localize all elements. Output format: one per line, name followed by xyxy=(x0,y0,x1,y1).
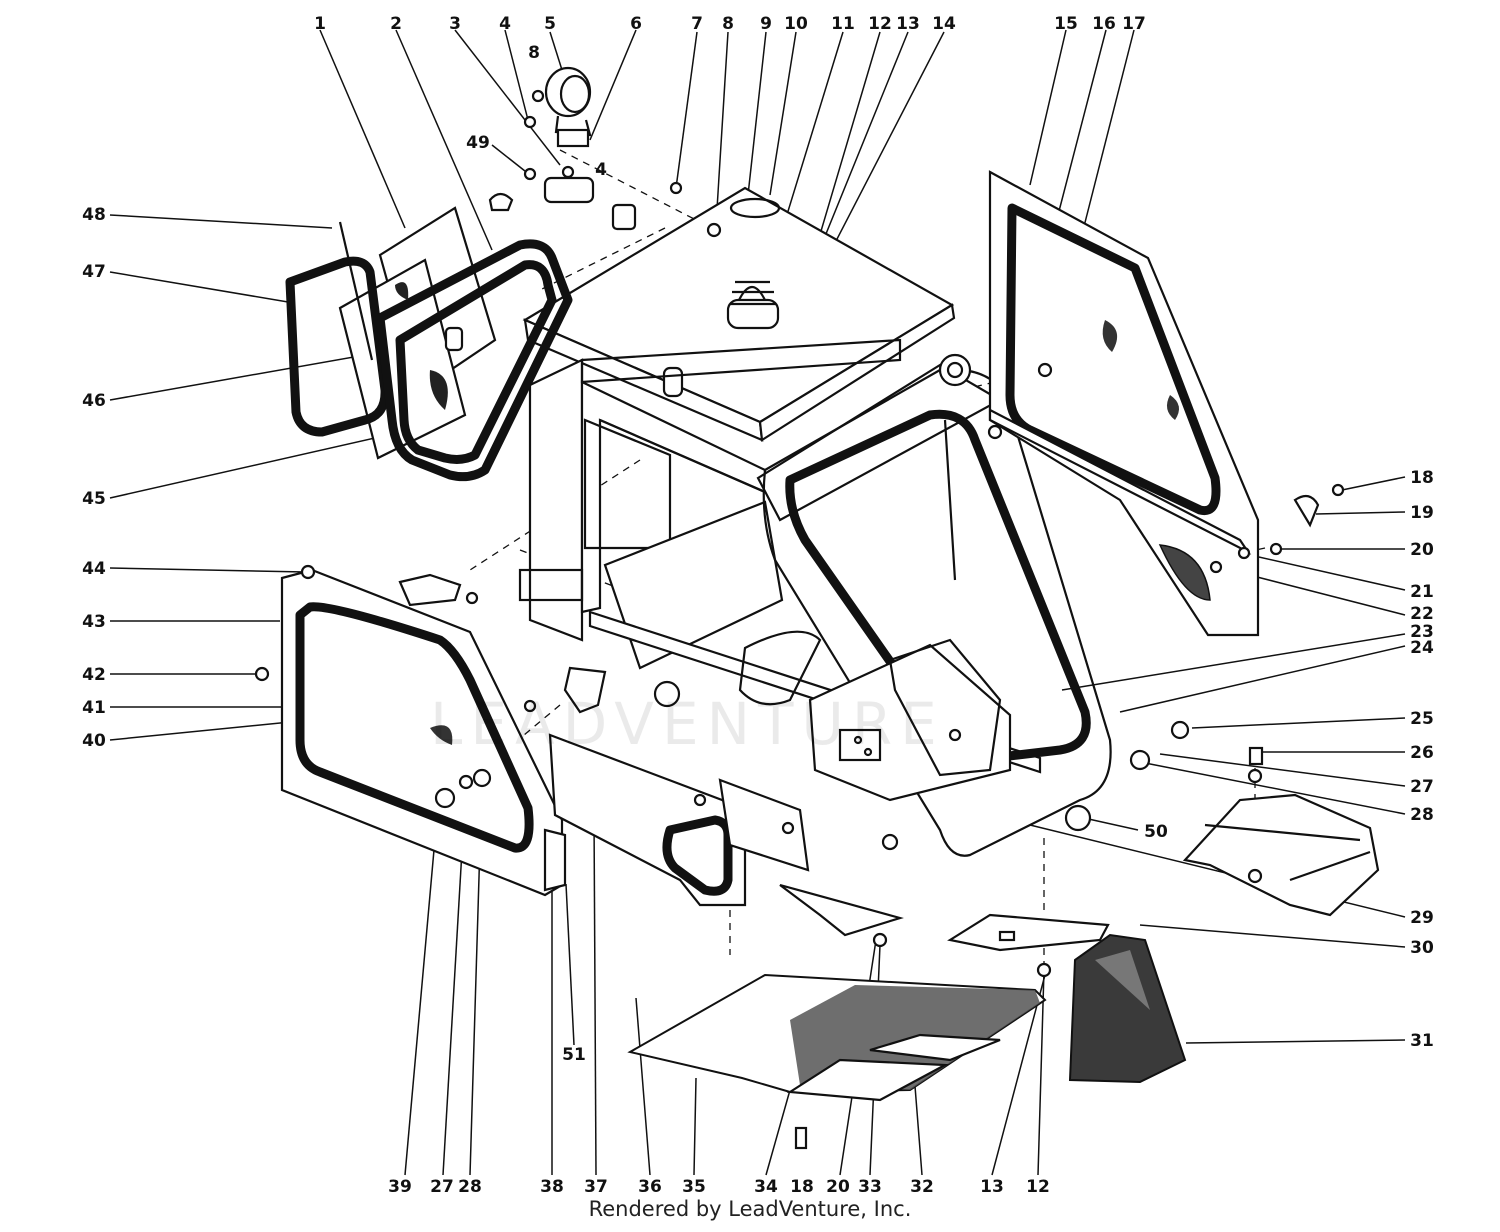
callout-27-bottom: 27 xyxy=(430,1177,454,1197)
left-door-part xyxy=(280,568,567,897)
lower-side-panel-part xyxy=(548,733,810,907)
right-door-part xyxy=(988,170,1260,637)
callout-29: 29 xyxy=(1410,908,1434,928)
callout-35: 35 xyxy=(682,1177,706,1197)
callout-28: 28 xyxy=(1410,805,1434,825)
callout-25: 25 xyxy=(1410,709,1434,729)
callout-14: 14 xyxy=(932,14,956,34)
callout-30: 30 xyxy=(1410,938,1434,958)
callout-12-bottom: 12 xyxy=(1026,1177,1050,1197)
callout-12: 12 xyxy=(868,14,892,34)
callout-50: 50 xyxy=(1144,822,1168,842)
callout-20-bottom: 20 xyxy=(826,1177,850,1197)
callout-48: 48 xyxy=(82,205,106,225)
step-cover-part xyxy=(1068,933,1187,1084)
callout-18: 18 xyxy=(1410,468,1434,488)
callout-46: 46 xyxy=(82,391,106,411)
callout-8: 8 xyxy=(722,14,734,34)
callout-44: 44 xyxy=(82,559,106,579)
callout-49: 49 xyxy=(466,133,490,153)
callout-23: 23 xyxy=(1410,622,1434,642)
callout-19: 19 xyxy=(1410,503,1434,523)
callout-7: 7 xyxy=(691,14,703,34)
callout-13-bottom: 13 xyxy=(980,1177,1004,1197)
callout-36: 36 xyxy=(638,1177,662,1197)
callout-28-bottom: 28 xyxy=(458,1177,482,1197)
callout-47: 47 xyxy=(82,262,106,282)
callout-24: 24 xyxy=(1410,638,1434,658)
floor-mat-part xyxy=(627,793,1380,1102)
cab-parts-drawing xyxy=(254,66,1380,1150)
callout-42: 42 xyxy=(82,665,106,685)
callout-6: 6 xyxy=(630,14,642,34)
callout-17: 17 xyxy=(1122,14,1146,34)
cab-frame-part xyxy=(518,338,1112,857)
callout-41: 41 xyxy=(82,698,106,718)
callout-20: 20 xyxy=(1410,540,1434,560)
callout-21: 21 xyxy=(1410,582,1434,602)
callout-34: 34 xyxy=(754,1177,778,1197)
callout-40: 40 xyxy=(82,731,106,751)
callout-11: 11 xyxy=(831,14,855,34)
callout-39: 39 xyxy=(388,1177,412,1197)
callout-33: 33 xyxy=(858,1177,882,1197)
callout-2: 2 xyxy=(390,14,402,34)
callout-51: 51 xyxy=(562,1045,586,1065)
work-light-part xyxy=(488,66,637,231)
callout-22: 22 xyxy=(1410,604,1434,624)
callout-1: 1 xyxy=(314,14,326,34)
hardware-parts xyxy=(254,89,1345,1150)
callout-18-bottom: 18 xyxy=(790,1177,814,1197)
callout-4: 4 xyxy=(499,14,511,34)
callout-38: 38 xyxy=(540,1177,564,1197)
callout-45: 45 xyxy=(82,489,106,509)
callout-43: 43 xyxy=(82,612,106,632)
callout-9: 9 xyxy=(760,14,772,34)
footer-credit: Rendered by LeadVenture, Inc. xyxy=(588,1197,912,1221)
callout-4-small: 4 xyxy=(595,160,607,180)
callout-32: 32 xyxy=(910,1177,934,1197)
callout-numbers: 1 2 3 4 5 6 7 8 9 10 11 12 13 14 15 16 1… xyxy=(82,14,1434,1197)
callout-16: 16 xyxy=(1092,14,1116,34)
callout-8-small: 8 xyxy=(528,43,540,63)
callout-13: 13 xyxy=(896,14,920,34)
callout-31: 31 xyxy=(1410,1031,1434,1051)
callout-3: 3 xyxy=(449,14,461,34)
callout-10: 10 xyxy=(784,14,808,34)
watermark: LEADVENTURE xyxy=(430,690,945,758)
callout-27: 27 xyxy=(1410,777,1434,797)
callout-5: 5 xyxy=(544,14,556,34)
callout-37: 37 xyxy=(584,1177,608,1197)
callout-15: 15 xyxy=(1054,14,1078,34)
rear-window-part xyxy=(285,206,573,482)
callout-26: 26 xyxy=(1410,743,1434,763)
